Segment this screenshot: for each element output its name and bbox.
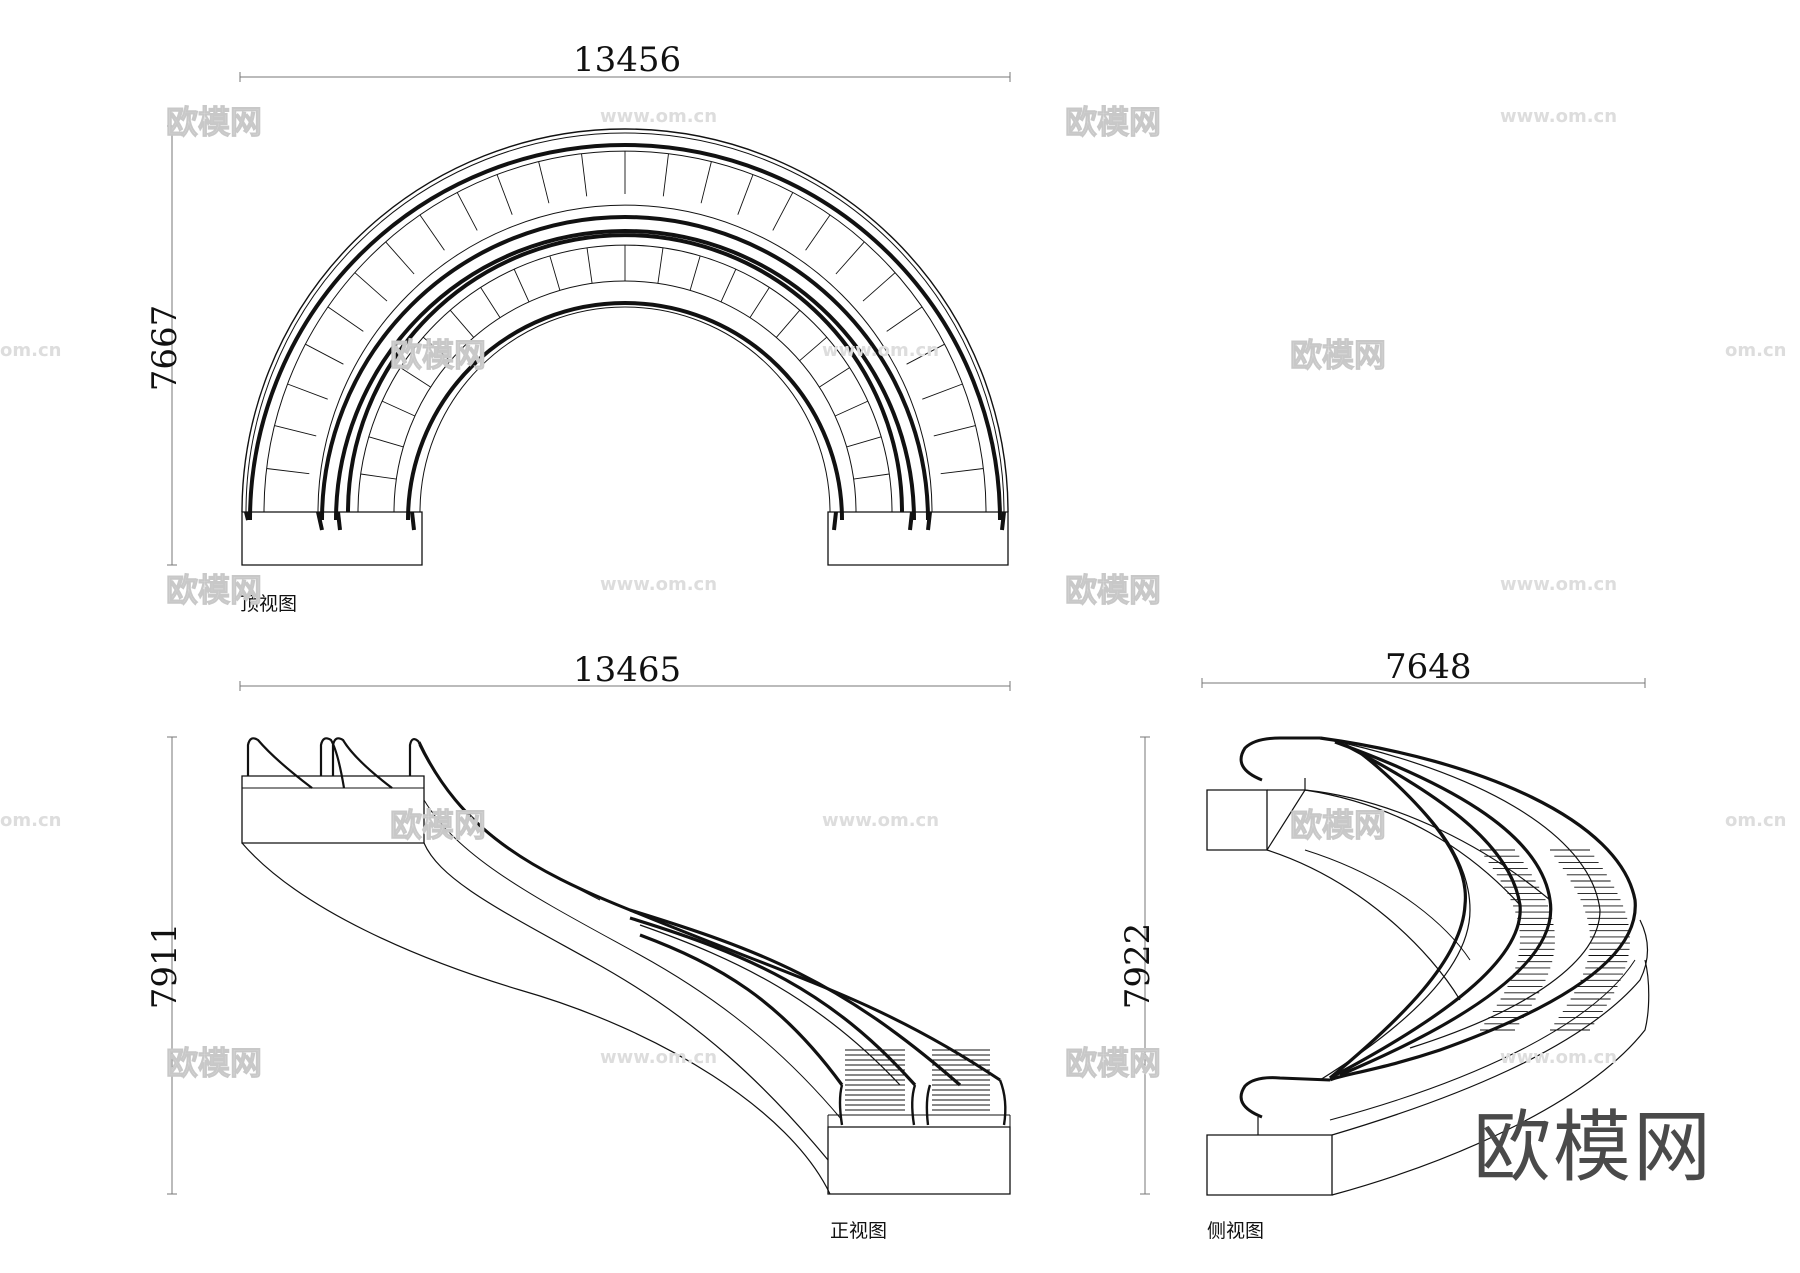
step-line <box>907 344 945 364</box>
step-line <box>847 437 882 447</box>
top-inner-handrail <box>408 303 842 520</box>
step-line <box>721 269 736 302</box>
side-middle-handrail <box>1335 742 1551 1075</box>
step-line <box>355 273 387 302</box>
top-outer-arc <box>242 129 1008 512</box>
step-line <box>481 287 501 317</box>
step-line <box>420 215 445 250</box>
step-line <box>750 287 770 317</box>
front-main-handrail <box>419 742 1000 1080</box>
step-line <box>819 368 849 388</box>
step-line <box>550 256 560 291</box>
step-line <box>776 310 800 337</box>
step-line <box>400 368 430 388</box>
top-middle-handrail-outer <box>322 217 928 520</box>
step-line <box>663 154 668 197</box>
front-view-caption: 正视图 <box>830 1220 888 1242</box>
step-line <box>423 337 450 361</box>
step-line <box>800 337 827 361</box>
step-line <box>854 474 890 479</box>
step-line <box>275 426 317 436</box>
step-line <box>701 162 711 204</box>
step-line <box>773 192 793 230</box>
side-upper-landing <box>1207 790 1267 850</box>
front-height-dimension: 7911 <box>145 922 185 1010</box>
step-line <box>922 384 962 399</box>
step-line <box>305 344 343 364</box>
step-line <box>806 215 831 250</box>
step-line <box>836 242 865 274</box>
step-line <box>587 248 592 284</box>
top-width-dimension: 13456 <box>573 40 682 80</box>
step-line <box>934 426 976 436</box>
front-lower-landing <box>828 1127 1010 1194</box>
front-width-dimension: 13465 <box>573 650 682 690</box>
top-outer-steps <box>267 151 984 474</box>
top-view-caption: 顶视图 <box>240 593 298 615</box>
step-line <box>361 474 397 479</box>
step-line <box>382 401 415 416</box>
step-line <box>887 307 922 332</box>
top-middle-handrail-inner <box>348 235 902 512</box>
front-upper-landing <box>242 776 424 843</box>
top-view-drawing <box>167 72 1010 565</box>
side-outer-handrail <box>1320 738 1635 1080</box>
step-line <box>738 175 753 215</box>
step-line <box>539 162 549 204</box>
side-view-drawing <box>1140 678 1649 1195</box>
side-height-dimension: 7922 <box>1118 922 1158 1010</box>
top-outer-handrail <box>250 145 1000 520</box>
step-line <box>863 273 895 302</box>
side-view-caption: 侧视图 <box>1207 1220 1265 1242</box>
step-line <box>369 437 404 447</box>
step-line <box>457 192 477 230</box>
step-line <box>835 401 868 416</box>
step-line <box>514 269 529 302</box>
step-line <box>450 310 474 337</box>
side-inner-handrail <box>1330 752 1465 1078</box>
side-steps <box>1480 850 1630 1030</box>
step-line <box>658 248 663 284</box>
step-line <box>288 384 328 399</box>
step-line <box>328 307 363 332</box>
top-height-dimension: 7667 <box>145 304 185 392</box>
top-right-landing <box>828 512 1008 565</box>
side-lower-landing <box>1207 1135 1332 1195</box>
step-line <box>582 154 587 197</box>
front-view-drawing <box>167 681 1010 1194</box>
step-line <box>267 469 310 474</box>
top-left-landing <box>242 512 422 565</box>
front-steps <box>845 1050 990 1115</box>
step-line <box>690 256 700 291</box>
step-line <box>497 175 512 215</box>
step-line <box>386 242 415 274</box>
side-width-dimension: 7648 <box>1385 647 1472 687</box>
top-inner-steps <box>361 245 890 479</box>
step-line <box>941 469 984 474</box>
